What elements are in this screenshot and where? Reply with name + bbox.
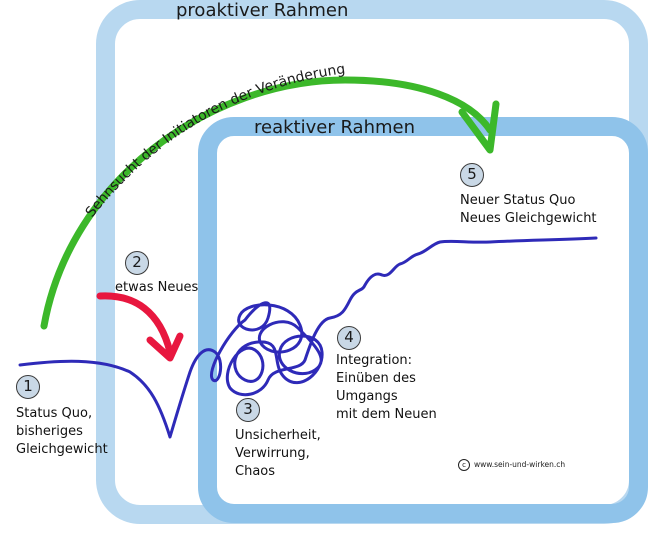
step-1-label: Status Quo, bisheriges Gleichgewicht [16,406,108,457]
step-3-label: Unsicherheit, Verwirrung, Chaos [235,428,321,479]
step-4-number: 4 [337,326,361,350]
step-5-label: Neuer Status Quo Neues Gleichgewicht [460,193,597,226]
step-2-number: 2 [125,251,149,275]
reactive-frame-title: reaktiver Rahmen [254,117,416,138]
step-1-number: 1 [16,375,40,399]
new-impulse-arrowhead [146,332,184,362]
desire-arc-arrowhead [458,100,500,154]
step-2-label: etwas Neues [115,280,199,295]
desire-arc [40,76,494,330]
reactive-frame [198,117,648,523]
credit-text: www.sein-und-wirken.ch [474,460,566,469]
step-3-number: 3 [236,398,260,422]
change-curve [18,236,598,439]
proactive-frame-title: proaktiver Rahmen [176,0,349,21]
credit: c www.sein-und-wirken.ch [458,459,565,471]
step-4-label: Integration: Einüben des Umgangs mit dem… [336,353,437,422]
copyright-icon: c [458,459,470,471]
step-5-number: 5 [460,163,484,187]
new-impulse-arrow [96,292,174,356]
